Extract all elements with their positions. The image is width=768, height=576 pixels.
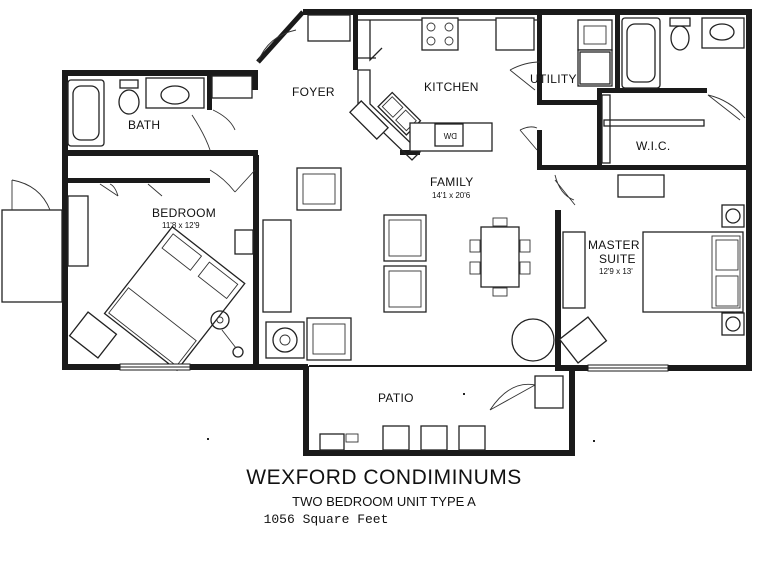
bedroom-furniture [67,195,254,372]
plan-title: WEXFORD CONDIMINUMS [246,466,522,489]
tick-marks [207,393,595,442]
room-dims-bedroom: 11'8 x 12'9 [162,221,200,230]
room-label-utility: UTILITY [530,72,577,86]
interior-walls [62,15,747,370]
foyer-closet [211,14,351,99]
left-storage [1,179,63,303]
room-label-kitchen: KITCHEN [424,80,479,94]
windows [119,363,669,372]
room-label-foyer: FOYER [292,85,335,99]
bath-fixtures [67,77,205,147]
master-bath-fixtures [621,17,745,89]
room-label-bath: BATH [128,118,160,132]
floor-plan: DW [1,9,752,456]
plan-area: 1056 Square Feet [263,512,389,527]
family-furniture [262,167,555,362]
room-dims-master: 12'9 x 13' [599,267,633,276]
room-labels: FOYER KITCHEN UTILITY BATH W.I.C. FAMILY… [128,72,670,405]
room-label-family: FAMILY [430,175,474,189]
room-label-master: MASTER [588,238,640,252]
patio-furniture [309,365,564,451]
wic-fixtures [601,94,705,164]
room-label-patio: PATIO [378,391,414,405]
master-furniture [558,174,745,364]
room-dims-family: 14'1 x 20'6 [432,191,471,200]
dishwasher-label: DW [443,132,457,141]
utility-fixtures [577,19,613,87]
door-swings [99,29,746,411]
plan-subtitle: TWO BEDROOM UNIT TYPE A [292,494,476,509]
room-label-wic: W.I.C. [636,139,670,153]
kitchen-fixtures: DW [348,17,540,161]
room-label-suite: SUITE [599,252,636,266]
room-label-bedroom: BEDROOM [152,206,216,220]
